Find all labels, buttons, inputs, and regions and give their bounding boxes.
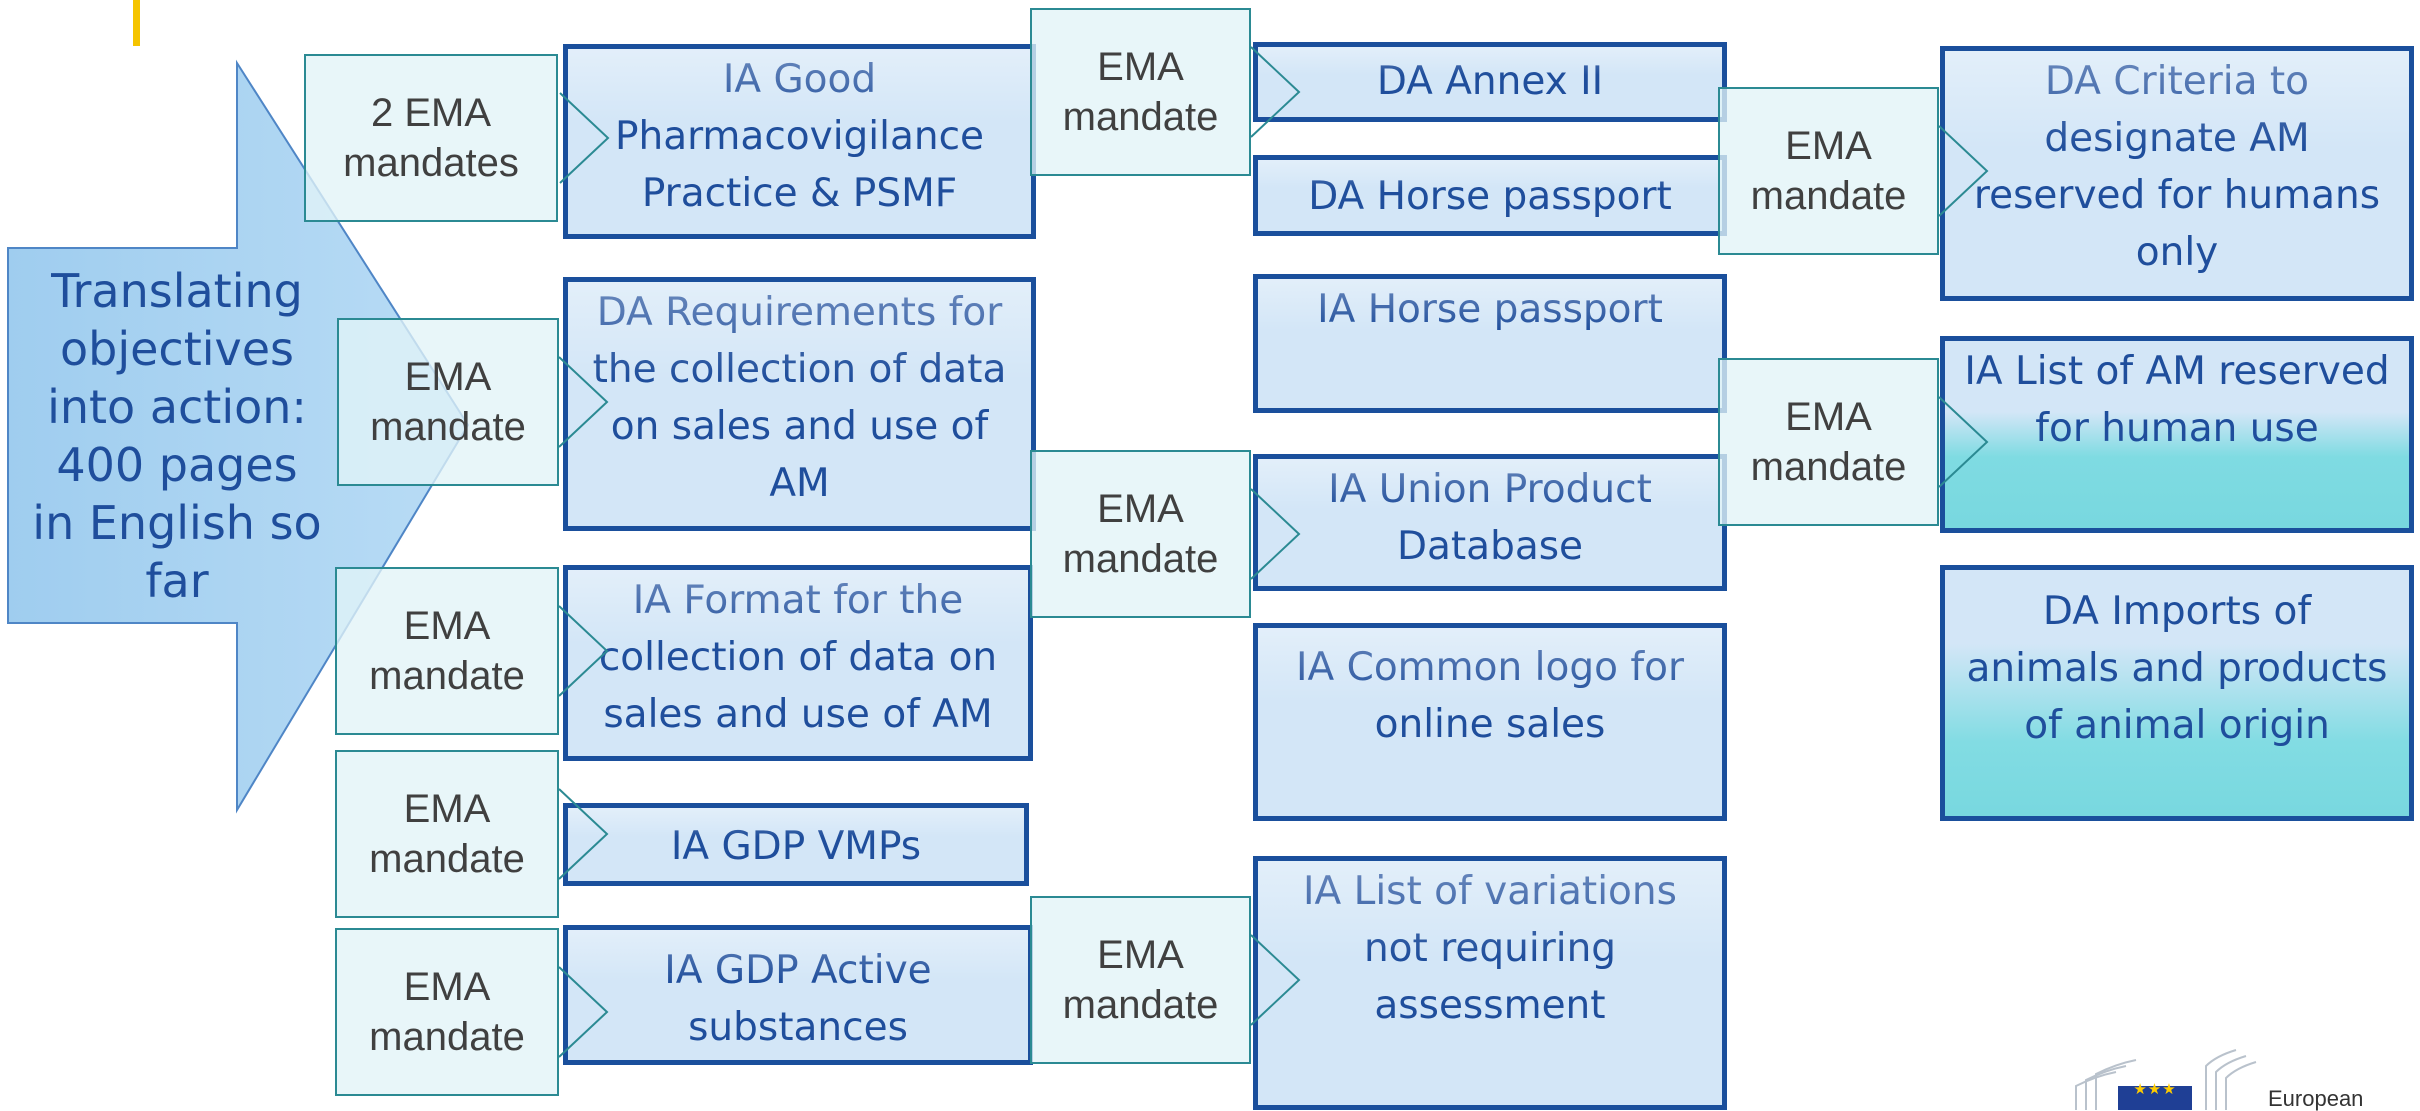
ema-mandate-box: EMA mandate <box>335 567 559 735</box>
connector-chevron-icon <box>1938 125 1989 217</box>
connector-chevron-icon <box>1938 396 1989 488</box>
ema-mandate-box: 2 EMA mandates <box>304 54 558 222</box>
connector-chevron-icon <box>558 788 609 880</box>
ema-mandate-box: EMA mandate <box>1030 8 1251 176</box>
connector-chevron-icon <box>1250 46 1301 138</box>
ema-mandate-box: EMA mandate <box>337 318 559 486</box>
connector-chevron-icon <box>559 92 610 184</box>
ia-good-pharmacovigilance-box: IA Good Pharmacovigilance Practice & PSM… <box>563 44 1036 239</box>
ia-common-logo-box: IA Common logo for online sales <box>1253 623 1727 821</box>
connector-chevron-icon <box>1250 488 1301 580</box>
eu-building-logo-icon <box>2075 1049 2257 1110</box>
arrow-label: Translating objectives into action: 400 … <box>32 264 322 608</box>
da-imports-box: DA Imports of animals and products of an… <box>1940 565 2414 821</box>
ia-format-box: IA Format for the collection of data on … <box>563 565 1033 761</box>
ia-list-am-reserved-box: IA List of AM reserved for human use <box>1940 336 2414 533</box>
ia-list-of-variations-box: IA List of variations not requiring asse… <box>1253 856 1727 1110</box>
da-criteria-box: DA Criteria to designate AM reserved for… <box>1940 46 2414 301</box>
ema-mandate-box: EMA mandate <box>1030 896 1251 1064</box>
ia-union-product-database-box: IA Union Product Database <box>1253 454 1727 591</box>
connector-chevron-icon <box>558 356 609 448</box>
ema-mandate-box: EMA mandate <box>1718 87 1939 255</box>
connector-chevron-icon <box>558 605 609 697</box>
da-annex-ii-box: DA Annex II <box>1253 42 1727 122</box>
ema-mandate-box: EMA mandate <box>335 750 559 918</box>
ema-mandate-box: EMA mandate <box>1718 358 1939 526</box>
da-requirements-box: DA Requirements for the collection of da… <box>563 277 1036 531</box>
accent-bar <box>133 0 140 46</box>
ema-mandate-box: EMA mandate <box>335 928 559 1096</box>
ia-gdp-active-substances-box: IA GDP Active substances <box>563 925 1033 1065</box>
da-horse-passport-box: DA Horse passport <box>1253 155 1727 236</box>
ia-horse-passport-box: IA Horse passport <box>1253 274 1727 413</box>
eu-logo-text: European <box>2268 1086 2364 1111</box>
connector-chevron-icon <box>558 966 609 1058</box>
ema-mandate-box: EMA mandate <box>1030 450 1251 618</box>
eu-stars-icon: ★★★ <box>2133 1080 2177 1098</box>
connector-chevron-icon <box>1250 934 1301 1026</box>
eu-flag-icon <box>2118 1086 2192 1110</box>
ia-gdp-vmps-box: IA GDP VMPs <box>563 803 1029 886</box>
